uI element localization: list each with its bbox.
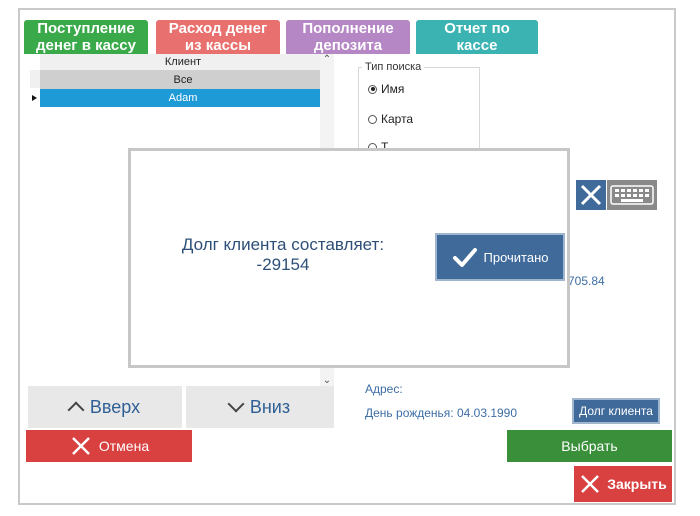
row-pointer-icon <box>32 95 37 101</box>
up-button-label: Вверх <box>89 396 141 417</box>
radio-name[interactable]: Имя <box>368 82 404 96</box>
tab-cash-in-line2: денег в кассу <box>36 37 136 54</box>
cancel-button-label: Отмена <box>98 438 150 454</box>
tab-cash-out-line2: из кассы <box>184 37 252 54</box>
cancel-button[interactable]: Отмена <box>26 430 192 462</box>
column-header-client: Клиент <box>40 54 326 71</box>
radio-card-label: Карта <box>381 112 414 126</box>
table-row-all[interactable]: Все <box>40 71 326 89</box>
tab-cash-out-line1: Расход денег <box>168 20 268 37</box>
tab-deposit-line1: Пополнение <box>302 20 394 37</box>
down-button[interactable]: Вниз <box>186 386 334 428</box>
tab-deposit-line2: депозита <box>313 37 383 54</box>
debt-amount: -29154 <box>256 255 310 274</box>
acknowledge-button[interactable]: Прочитано <box>435 233 565 281</box>
close-button-label: Закрыть <box>607 476 667 492</box>
radio-phone-label: Т <box>381 140 389 154</box>
client-debt-button[interactable]: Долг клиента <box>572 398 660 424</box>
birthday-text: День рожденья: 04.03.1990 <box>365 406 518 420</box>
balance-value: 705.84 <box>568 274 605 288</box>
scroll-up-icon[interactable]: ⌃ <box>322 54 332 65</box>
down-button-label: Вниз <box>249 396 291 417</box>
select-button-label: Выбрать <box>561 438 618 454</box>
checkmark-icon <box>452 248 477 267</box>
radio-card[interactable]: Карта <box>368 112 413 126</box>
radio-checked-icon <box>368 84 377 94</box>
debt-dialog: Долг клиента составляет: -29154 Прочитан… <box>128 148 570 368</box>
main-window: Поступление денег в кассу Расход денег и… <box>18 8 676 505</box>
scroll-down-icon[interactable]: ⌄ <box>322 375 332 386</box>
tab-deposit[interactable]: Пополнение депозита <box>286 20 410 54</box>
radio-unchecked-icon <box>368 114 377 124</box>
tab-cash-in[interactable]: Поступление денег в кассу <box>24 20 148 54</box>
radio-name-label: Имя <box>381 82 405 96</box>
keyboard-button[interactable] <box>607 180 657 210</box>
client-debt-label: Долг клиента <box>579 404 653 418</box>
acknowledge-button-label: Прочитано <box>483 249 549 265</box>
close-button[interactable]: Закрыть <box>574 466 672 502</box>
search-type-legend: Тип поиска <box>362 61 425 73</box>
chevron-down-icon <box>227 395 245 413</box>
tab-cash-report[interactable]: Отчет по кассе <box>416 20 538 54</box>
row-header <box>30 70 40 88</box>
tab-cash-in-line1: Поступление <box>37 20 135 37</box>
keyboard-icon <box>610 185 654 205</box>
tab-cash-report-line2: кассе <box>456 37 498 54</box>
clear-search-button[interactable] <box>576 180 606 210</box>
close-icon <box>71 437 90 455</box>
up-button[interactable]: Вверх <box>28 386 182 428</box>
debt-message-line1: Долг клиента составляет: <box>181 235 385 254</box>
address-label: Адрес: <box>365 382 403 396</box>
chevron-up-icon <box>67 401 85 419</box>
close-icon <box>581 475 600 493</box>
row-header-selected <box>30 89 40 107</box>
tab-cash-report-line1: Отчет по <box>444 20 510 37</box>
table-row-adam[interactable]: Adam <box>40 89 326 107</box>
tab-cash-out[interactable]: Расход денег из кассы <box>156 20 280 54</box>
close-icon <box>580 184 602 206</box>
select-button[interactable]: Выбрать <box>507 430 672 462</box>
debt-message: Долг клиента составляет: -29154 <box>159 235 407 275</box>
